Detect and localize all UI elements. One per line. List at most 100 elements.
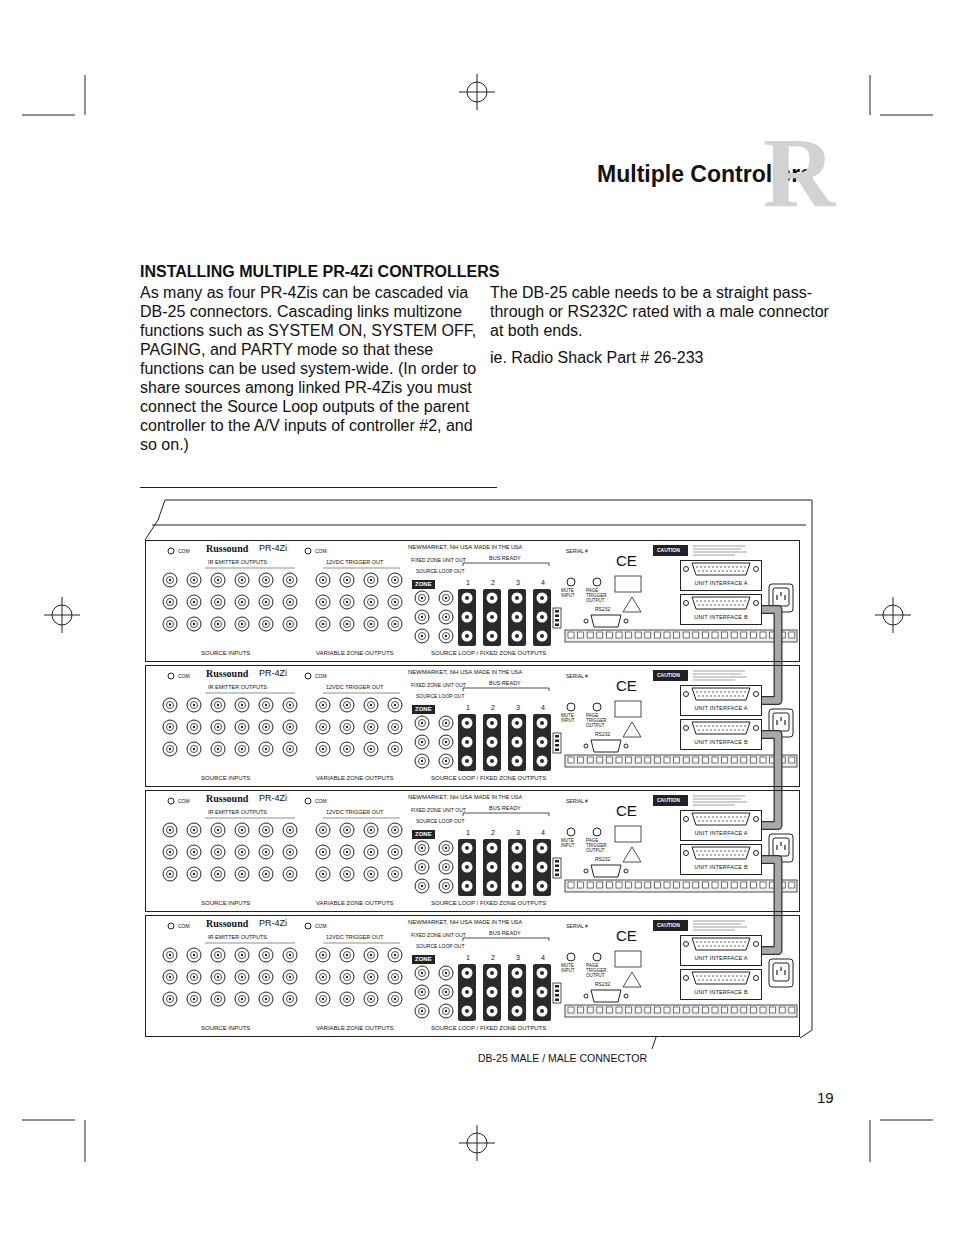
rca-jack-pin (169, 601, 171, 603)
panel-face (145, 915, 800, 1037)
connector-screw (624, 744, 628, 748)
rca-jack-ring (215, 724, 222, 731)
zone-number: 2 (491, 829, 495, 837)
rca-jack-pin (217, 976, 219, 978)
rca-jack-ring (419, 1008, 426, 1015)
rca-jack (364, 948, 378, 962)
power-inlet (769, 709, 793, 737)
rca-jack (163, 823, 177, 837)
pin (702, 854, 703, 855)
rca-jack-pin (370, 829, 372, 831)
dip-lever (555, 999, 559, 1002)
rca-jack-ring (392, 724, 399, 731)
terminal (702, 882, 708, 888)
rca-jack (187, 867, 201, 881)
pin (724, 691, 725, 692)
rca-jack-ring (191, 996, 198, 1003)
pin (704, 975, 705, 976)
terminal (674, 882, 680, 888)
zone-jack-pin (515, 990, 519, 994)
rca-jack-pin (265, 873, 267, 875)
ce-mark: CE (616, 678, 637, 695)
pin (740, 975, 741, 976)
pin (734, 604, 735, 605)
rca-jack-ring (191, 621, 198, 628)
rca-jack (364, 617, 378, 631)
terminal (722, 757, 728, 763)
pin (706, 854, 707, 855)
pin (700, 691, 701, 692)
rca-jack-ring (191, 746, 198, 753)
connector-screw (624, 994, 628, 998)
rca-jack-pin (289, 873, 291, 875)
rca-jack-ring (215, 974, 222, 981)
pin (702, 570, 703, 571)
pin (702, 604, 703, 605)
rca-jack-pin (169, 748, 171, 750)
brand-name: Russound (206, 543, 248, 554)
safety-triangle (623, 847, 641, 862)
rca-jack-pin (394, 704, 396, 706)
zone-jack (462, 593, 473, 604)
pin (720, 691, 721, 692)
rca-jack-ring (392, 746, 399, 753)
rca-jack (187, 595, 201, 609)
rca-jack (364, 823, 378, 837)
pin (738, 820, 739, 821)
zone-jack-column (458, 839, 476, 896)
controller-unit: PR-4ZiUNIT INTERFACE AUNIT INTERFACE BCO… (145, 540, 800, 662)
ground-screw (305, 548, 311, 554)
pin (716, 816, 717, 817)
rca-jack-ring (368, 621, 375, 628)
zone-jack-column (533, 839, 551, 896)
rca-jack-ring (419, 845, 426, 852)
rca-jack (211, 617, 225, 631)
zone-number: 4 (541, 704, 545, 712)
rca-jack-ring (191, 871, 198, 878)
rca-jack (439, 966, 453, 980)
pin (706, 979, 707, 980)
rca-jack-pin (217, 704, 219, 706)
rca-jack-ring (239, 621, 246, 628)
rca-jack-ring (287, 724, 294, 731)
zone-jack (487, 881, 498, 892)
pin (726, 945, 727, 946)
zone-jack-pin (490, 615, 494, 619)
zone-jack (537, 1006, 548, 1017)
unit-interface-port: UNIT INTERFACE A (680, 560, 762, 591)
pin (734, 570, 735, 571)
port-label: RS232 (595, 857, 610, 863)
rca-jack-ring (320, 599, 327, 606)
jack-label: COM (178, 924, 190, 930)
rca-jack-ring (419, 720, 426, 727)
rca-jack-ring (287, 599, 294, 606)
terminal (731, 632, 737, 638)
caution-label: CAUTION (657, 548, 680, 554)
zone-jack-pin (465, 634, 469, 638)
terminal (750, 882, 756, 888)
zone-jack-pin (490, 846, 494, 850)
rca-jack-ring (167, 746, 174, 753)
pin (696, 975, 697, 976)
registration-marks (44, 74, 911, 1161)
model-name: PR-4Zi (259, 919, 287, 929)
section-rule (140, 487, 497, 488)
dip-lever (555, 740, 559, 743)
rca-jack-pin (265, 704, 267, 706)
section-label: SOURCE LOOP OUT (416, 694, 465, 700)
rca-jack (187, 970, 201, 984)
terminal (702, 1007, 708, 1013)
rca-jack-pin (241, 748, 243, 750)
zone-jack-pin (515, 846, 519, 850)
rca-jack (187, 742, 201, 756)
rca-jack-pin (394, 726, 396, 728)
pin (722, 695, 723, 696)
rca-jack-pin (421, 972, 423, 974)
rca-jack-ring (368, 577, 375, 584)
pin (726, 695, 727, 696)
rca-jack-pin (169, 976, 171, 978)
rca-jack-ring (287, 974, 294, 981)
terminal (606, 632, 612, 638)
rca-jack (283, 823, 297, 837)
pin (730, 854, 731, 855)
